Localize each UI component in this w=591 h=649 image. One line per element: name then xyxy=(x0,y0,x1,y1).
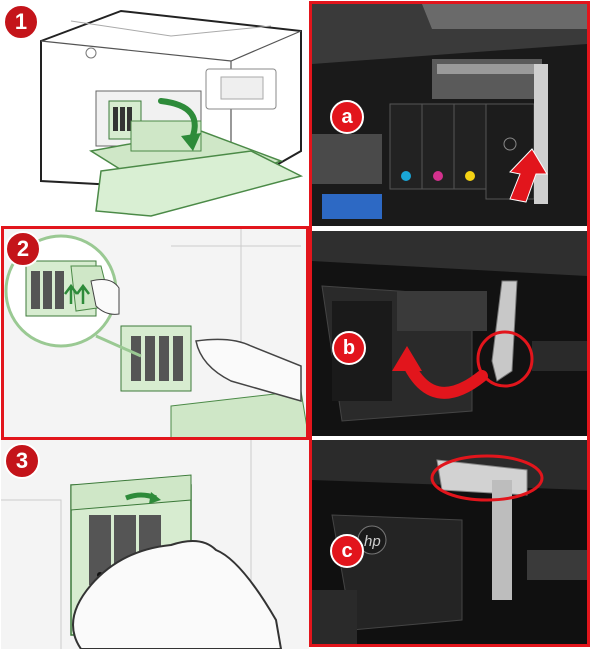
carriage-latch-closed-photo: hp xyxy=(312,440,587,644)
step-badge-1: 1 xyxy=(3,4,39,40)
highlight-circle-icon xyxy=(476,330,534,388)
step-badge-2: 2 xyxy=(5,231,41,267)
curved-arrow-icon xyxy=(401,355,488,399)
photo-a: a xyxy=(312,4,587,226)
photo-badge-b: b xyxy=(332,331,366,365)
step-1-panel: 1 xyxy=(1,1,309,226)
insert-cartridge-illustration xyxy=(1,440,309,649)
photo-b: b xyxy=(312,231,587,436)
photo-c: hp c xyxy=(312,440,587,644)
up-arrow-icon xyxy=(509,148,548,203)
remove-cartridge-illustration xyxy=(1,226,309,440)
hp-logo: hp xyxy=(364,533,381,550)
step-2-panel: 2 xyxy=(1,226,309,440)
photo-badge-c: c xyxy=(330,534,364,568)
highlight-circle-icon xyxy=(430,454,544,502)
cartridge-carriage-photo xyxy=(312,4,587,226)
printer-illustration xyxy=(40,9,304,217)
photo-badge-a: a xyxy=(330,100,364,134)
hand-icon xyxy=(195,338,302,402)
carriage-latch-photo xyxy=(312,231,587,436)
up-arrow-icon xyxy=(64,283,78,304)
hand-icon xyxy=(72,540,283,649)
step-3-panel: 3 xyxy=(1,440,309,649)
step-badge-3: 3 xyxy=(4,443,40,479)
